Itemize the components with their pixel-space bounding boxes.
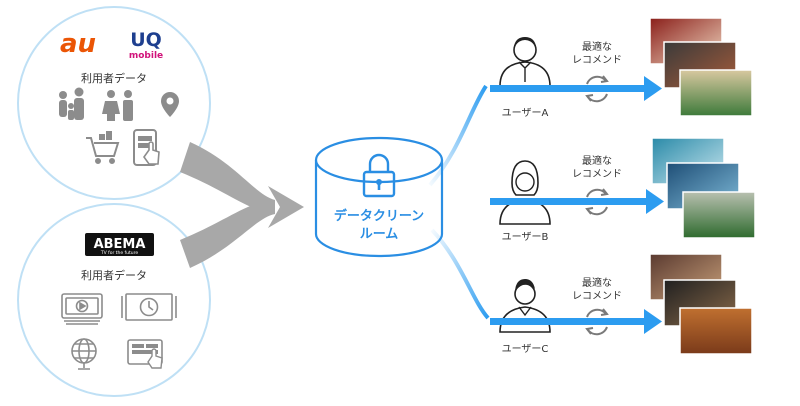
user-a-avatar bbox=[490, 37, 560, 92]
user-c-label: ユーザーC bbox=[502, 343, 549, 355]
user-a-arrow-line bbox=[560, 85, 648, 92]
recommend-c-line1: 最適な bbox=[582, 276, 612, 289]
recommend-a-line2: レコメンド bbox=[572, 55, 622, 66]
recommend-c-line2: レコメンド bbox=[572, 291, 622, 302]
source-circle-abema: ABEMA TV for the future 利用者データ bbox=[17, 203, 211, 397]
uq-logo: UQ bbox=[130, 29, 162, 51]
user-row-a: ユーザーA 最適な レコメンド bbox=[490, 17, 753, 119]
content-thumbnails-a bbox=[649, 17, 753, 117]
location-pin-icon bbox=[161, 92, 179, 117]
clean-room-label-1: データクリーン bbox=[334, 208, 424, 224]
clean-room-label-2: ルーム bbox=[360, 227, 399, 242]
user-row-c: ユーザーC 最適な レコメンド bbox=[490, 253, 753, 355]
source-2-label: 利用者データ bbox=[81, 268, 147, 282]
user-row-b: ユーザーB 最適な レコメンド bbox=[490, 137, 756, 243]
merge-arrows bbox=[180, 142, 304, 268]
recommend-b-line1: 最適な bbox=[582, 154, 612, 167]
user-b-label: ユーザーB bbox=[502, 231, 549, 243]
user-b-arrowhead bbox=[646, 189, 664, 214]
user-b-arrow-line bbox=[560, 198, 650, 205]
user-a-label: ユーザーA bbox=[502, 107, 549, 119]
user-c-arrow-line bbox=[560, 318, 648, 325]
user-c-arrowhead bbox=[644, 309, 662, 334]
abema-logo bbox=[85, 233, 154, 256]
abema-logo-text: ABEMA bbox=[94, 237, 146, 252]
tablet-hand-icon bbox=[127, 339, 163, 369]
source-1-label: 利用者データ bbox=[81, 71, 147, 85]
distribution-lines bbox=[428, 84, 490, 320]
globe-icon bbox=[71, 338, 97, 370]
user-a-arrowhead bbox=[644, 76, 662, 101]
content-thumbnails-c bbox=[649, 253, 753, 355]
couple-icon bbox=[102, 90, 133, 121]
uq-mobile-logo: mobile bbox=[129, 51, 163, 61]
abema-tagline: TV for the future bbox=[100, 250, 138, 256]
refresh-icon bbox=[585, 188, 609, 216]
source-circle-au-uq: au UQ mobile 利用者データ bbox=[17, 6, 211, 200]
user-c-avatar bbox=[490, 279, 560, 333]
family-icon bbox=[59, 87, 84, 120]
au-logo: au bbox=[60, 29, 96, 59]
content-thumbnails-b bbox=[651, 137, 756, 239]
smartphone-tap-icon bbox=[133, 129, 160, 166]
video-library-icon bbox=[61, 293, 103, 325]
shopping-cart-icon bbox=[86, 131, 120, 164]
user-b-avatar bbox=[490, 160, 560, 225]
clock-icon bbox=[121, 293, 177, 321]
data-clean-room: データクリーン ルーム bbox=[314, 136, 444, 258]
refresh-icon bbox=[585, 308, 609, 336]
refresh-icon bbox=[585, 75, 609, 103]
recommend-b-line2: レコメンド bbox=[572, 169, 622, 180]
recommend-a-line1: 最適な bbox=[582, 40, 612, 53]
lock-icon bbox=[362, 153, 396, 198]
